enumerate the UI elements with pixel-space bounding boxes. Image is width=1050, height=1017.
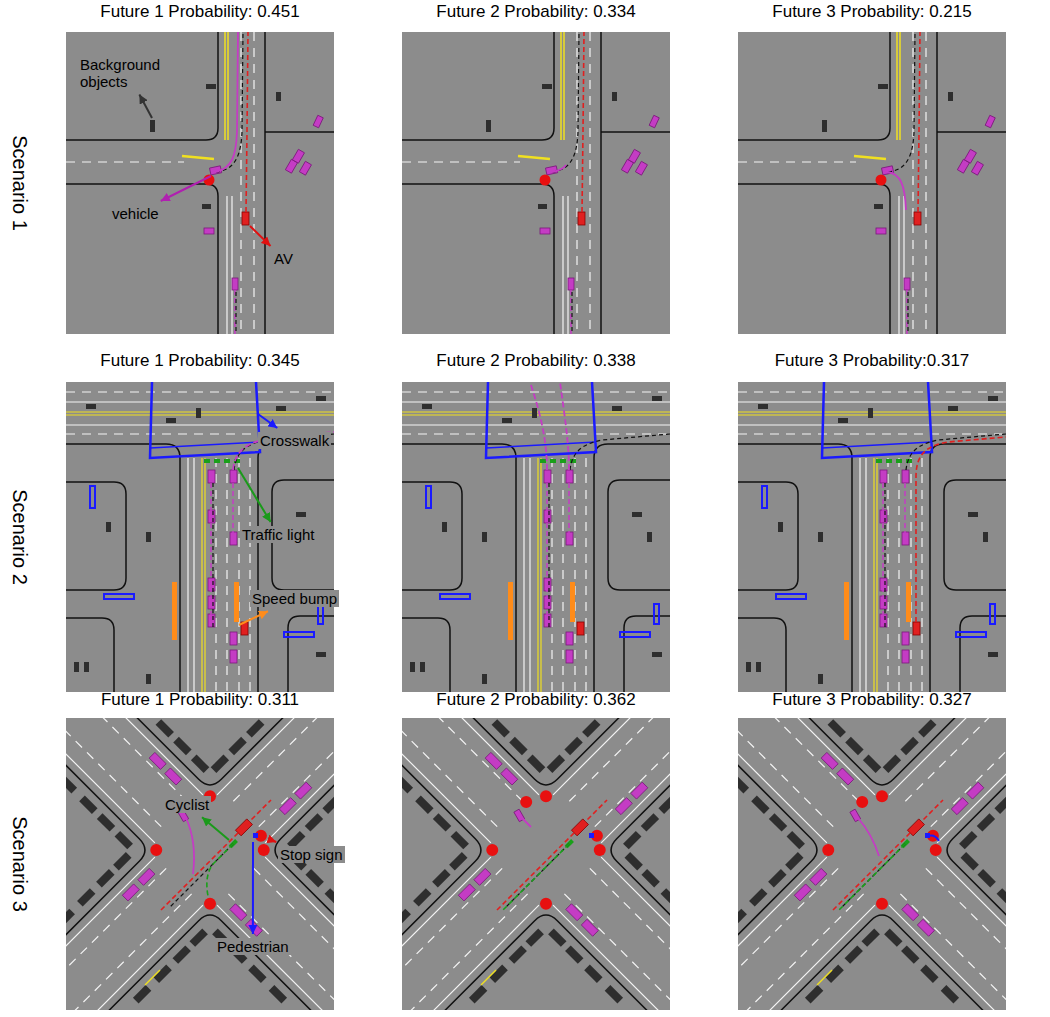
map-shape: [66, 718, 334, 1010]
scenario-panel: [738, 382, 1006, 692]
panel-title: Future 2 Probability: 0.334: [436, 2, 635, 22]
map-shape: [888, 32, 920, 334]
callout-slot: Stop sign: [278, 846, 345, 864]
map-shape: [207, 844, 233, 896]
callout-label: Traffic light: [240, 526, 317, 543]
panel-title-slot: Future 3 Probability: 0.215: [712, 2, 1032, 22]
callout-label: Stop sign: [278, 846, 345, 863]
scenario-panel: [402, 32, 670, 334]
callout-slot: Speed bump: [250, 590, 339, 608]
panel-title: Future 2 Probability: 0.338: [436, 351, 635, 371]
callout-label: AV: [272, 250, 295, 267]
scenario-panel: [738, 32, 1006, 334]
callout-label: Cyclist: [163, 796, 211, 813]
map-shape: [66, 32, 334, 334]
map-shape: [547, 434, 670, 627]
panel-title-slot: Future 2 Probability: 0.362: [376, 690, 696, 710]
panel-title-slot: Future 1 Probability: 0.345: [40, 351, 360, 371]
callout-label: Pedestrian: [215, 938, 291, 955]
map-shape: [216, 32, 238, 172]
scenario-label: Scenario 2: [8, 489, 32, 585]
map-shape: [552, 165, 566, 172]
map-shape: [233, 432, 334, 470]
map-shape: [402, 718, 670, 1010]
map-shape: [216, 32, 248, 334]
map-shape: [560, 382, 569, 470]
callout-label: vehicle: [110, 205, 161, 222]
panel-title: Future 3 Probability:0.317: [775, 351, 970, 371]
panel-title: Future 1 Probability: 0.311: [101, 690, 299, 710]
scenario-panel: [66, 32, 334, 334]
map-shape: [402, 382, 670, 692]
map-shape: [502, 844, 569, 911]
map-shape: [916, 437, 1006, 622]
panel-title: Future 3 Probability: 0.215: [772, 2, 971, 22]
scenario-panel: [402, 718, 670, 1010]
leader-arrow: [250, 226, 271, 246]
leader-arrow: [202, 817, 229, 840]
scenario-panel: [738, 718, 1006, 1010]
scenario-label-slot: Scenario 2: [8, 489, 32, 585]
map-shape: [738, 32, 1006, 334]
map-shape: [186, 818, 194, 874]
map-shape: [497, 800, 607, 910]
scenario-label: Scenario 1: [8, 135, 32, 231]
panel-title: Future 2 Probability: 0.362: [436, 690, 635, 710]
map-shape: [738, 718, 1006, 1010]
leader-arrow: [252, 842, 254, 934]
map-shape: [66, 382, 334, 692]
callout-slot: Pedestrian: [215, 938, 291, 956]
map-shape: [888, 172, 906, 210]
scenario-label-slot: Scenario 1: [8, 135, 32, 231]
callout-label: Background objects: [78, 56, 178, 91]
panel-title-slot: Future 2 Probability: 0.334: [376, 2, 696, 22]
callout-slot: Background objects: [78, 56, 178, 91]
map-shape: [522, 818, 531, 827]
panel-title-slot: Future 2 Probability: 0.338: [376, 351, 696, 371]
map-shape: [833, 800, 943, 910]
scenario-label: Scenario 3: [8, 816, 32, 912]
map-shape: [738, 382, 1006, 692]
map-shape: [883, 434, 1006, 627]
leader-arrow: [239, 611, 268, 625]
callout-slot: Cyclist: [163, 796, 211, 814]
map-shape: [161, 800, 271, 910]
callout-label: Crosswalk: [258, 432, 331, 449]
map-shape: [858, 818, 879, 856]
panel-title-slot: Future 1 Probability: 0.311: [40, 690, 360, 710]
callout-slot: Traffic light: [240, 526, 317, 544]
map-shape: [530, 382, 547, 470]
panel-title: Future 1 Probability: 0.451: [100, 2, 299, 22]
leader-arrow: [238, 468, 271, 522]
scenario-panel: [402, 382, 670, 692]
map-shape: [928, 836, 939, 841]
map-shape: [402, 32, 670, 334]
callout-label: Speed bump: [250, 590, 339, 607]
callout-slot: AV: [272, 250, 295, 268]
leader-arrow: [268, 839, 276, 842]
panel-title-slot: Future 1 Probability: 0.451: [40, 2, 360, 22]
map-shape: [552, 32, 584, 334]
panel-title-slot: Future 3 Probability: 0.327: [712, 690, 1032, 710]
scenario-label-slot: Scenario 3: [8, 816, 32, 912]
scenario-panel: [66, 718, 334, 1010]
scenario-panel: [66, 382, 334, 692]
map-shape: [838, 844, 905, 911]
panel-title: Future 3 Probability: 0.327: [772, 690, 971, 710]
leader-arrow: [139, 95, 152, 119]
leader-arrow: [161, 176, 211, 201]
callout-slot: Crosswalk: [258, 432, 331, 450]
leader-arrow: [258, 414, 277, 428]
panel-title: Future 1 Probability: 0.345: [100, 351, 299, 371]
callout-slot: vehicle: [110, 205, 161, 223]
panel-title-slot: Future 3 Probability:0.317: [712, 351, 1032, 371]
